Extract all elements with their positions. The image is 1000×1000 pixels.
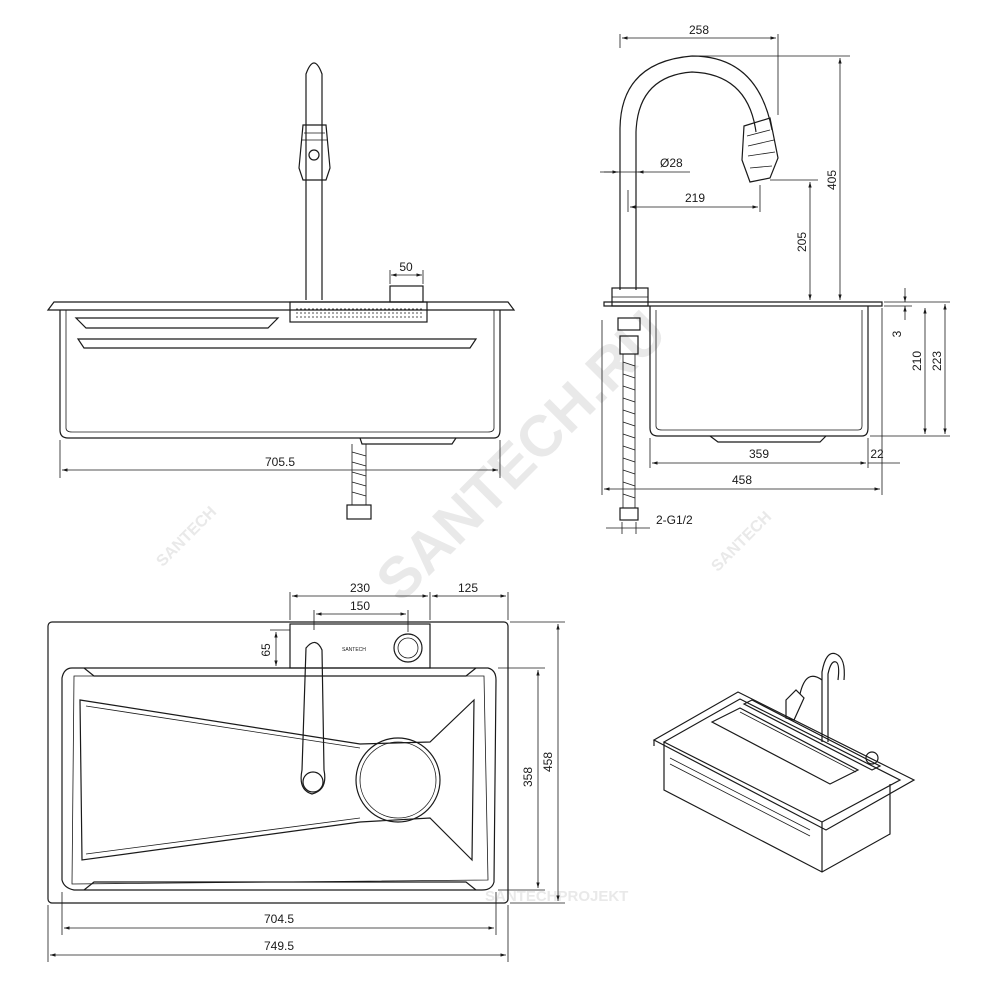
drain-hose: [351, 444, 367, 505]
iso-knob: [865, 751, 879, 765]
top-faucet: [300, 641, 326, 795]
iso-drainboard: [710, 707, 860, 785]
side-diameter-label: Ø28: [660, 156, 683, 170]
watermark-small-left: SANTECH: [153, 503, 220, 570]
faucet-button-icon: [308, 149, 320, 161]
top-overall-depth-label: 458: [541, 752, 555, 772]
watermark-main: SANTECH.RU: [364, 299, 679, 614]
iso-rim-outer: [652, 691, 916, 831]
deck-perforation: [296, 308, 422, 318]
front-button-width-label: 50: [399, 260, 413, 274]
top-deck-panel: [289, 623, 431, 669]
side-view: 258 405 Ø28 219 205 3 210 223 359: [600, 23, 950, 534]
side-clearance-label: 205: [795, 232, 809, 252]
side-bowl-depth-label: 210: [910, 351, 924, 371]
side-bowl: [649, 306, 869, 437]
iso-rim-inner: [662, 698, 902, 823]
top-outer-rim: [47, 621, 509, 904]
isometric-view: [652, 652, 916, 873]
top-control-knob: [393, 633, 423, 663]
side-bowl-width-label: 359: [749, 447, 769, 461]
front-rail-upper: [74, 317, 280, 329]
control-button-housing: [389, 285, 424, 303]
watermark: SANTECH.RU SANTECH SANTECH SANTECHPROJEK…: [153, 299, 775, 905]
top-deck-depth-label: 65: [259, 643, 273, 657]
iso-deck-strip: [742, 699, 882, 771]
side-height-label: 405: [825, 170, 839, 190]
top-view: SANTECH 230 125 150 65 358: [47, 581, 565, 962]
side-drain: [709, 435, 827, 443]
gooseneck-inner: [635, 71, 757, 290]
gooseneck-outer: [619, 55, 773, 290]
front-drain: [359, 437, 457, 445]
iso-gooseneck: [821, 652, 845, 742]
side-reach-label: 258: [689, 23, 709, 37]
top-overall-width-label: 749.5: [264, 939, 294, 953]
side-connection-label: 2-G1/2: [656, 513, 693, 527]
side-offset-label: 219: [685, 191, 705, 205]
drain-fitting: [346, 504, 372, 520]
top-bowl-depth-label: 358: [521, 767, 535, 787]
front-rim: [46, 301, 516, 311]
side-rim-label: 3: [890, 330, 904, 337]
front-width-label: 705.5: [265, 455, 295, 469]
front-rail-lower: [76, 338, 478, 349]
top-bowl-width-label: 704.5: [264, 912, 294, 926]
side-overall-width-label: 458: [732, 473, 752, 487]
faucet-head: [298, 124, 331, 181]
top-right-offset-label: 125: [458, 581, 478, 595]
faucet-spout: [305, 62, 323, 300]
front-view: 705.5 50: [46, 62, 516, 520]
iso-spray-head: [785, 689, 805, 721]
top-button-spacing-label: 150: [350, 599, 370, 613]
spray-head: [741, 117, 779, 183]
top-drainboard: [79, 698, 475, 862]
top-drain: [355, 737, 441, 823]
connection-nut: [617, 317, 641, 331]
deck-strip: [289, 301, 428, 323]
side-rim: [603, 301, 883, 307]
top-brand-mark: SANTECH: [342, 647, 366, 653]
side-rim-width-label: 22: [870, 447, 884, 461]
top-deck-width-label: 230: [350, 581, 370, 595]
top-bowl: [61, 667, 497, 891]
side-total-depth-label: 223: [930, 351, 944, 371]
watermark-small-right: SANTECH: [708, 508, 775, 575]
front-bowl: [59, 310, 501, 439]
